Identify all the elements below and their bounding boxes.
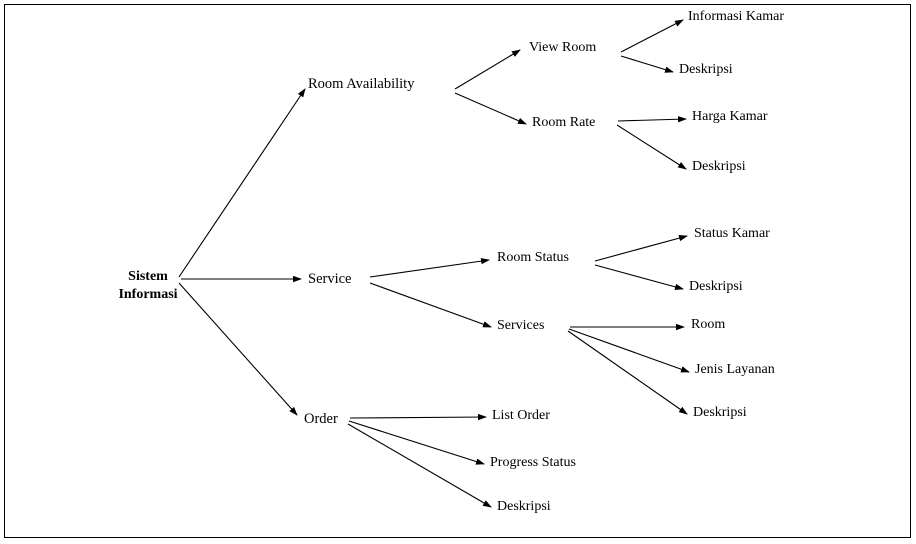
node-harga-kamar[interactable]: Harga Kamar (692, 109, 768, 124)
edge-view-room-to-deskripsi (620, 55, 674, 73)
node-deskripsi-room-rate[interactable]: Deskripsi (692, 159, 746, 174)
edge-view-room-to-informasi-kamar (620, 19, 684, 53)
edge-service-to-room-status (369, 257, 490, 278)
node-room-rate[interactable]: Room Rate (532, 115, 596, 130)
node-deskripsi-services[interactable]: Deskripsi (693, 405, 747, 420)
edge-room-rate-to-harga-kamar (617, 116, 687, 123)
node-service[interactable]: Service (308, 271, 352, 287)
edge-room-status-to-status-kamar (594, 235, 688, 262)
edge-order-to-deskripsi (347, 423, 492, 508)
node-deskripsi-order[interactable]: Deskripsi (497, 499, 551, 514)
node-informasi-kamar[interactable]: Informasi Kamar (688, 9, 785, 24)
edge-room-rate-to-deskripsi (616, 124, 687, 170)
edge-service-to-services (369, 282, 492, 328)
node-jenis-layanan[interactable]: Jenis Layanan (695, 362, 775, 377)
diagram-frame: Sistem Informasi Room Availability Servi… (4, 4, 911, 538)
node-services[interactable]: Services (497, 318, 545, 333)
node-deskripsi-room-status[interactable]: Deskripsi (689, 279, 743, 294)
edge-root-to-order (178, 282, 298, 416)
node-progress-status[interactable]: Progress Status (490, 455, 576, 470)
node-list-order[interactable]: List Order (492, 408, 550, 423)
node-root-label-line2: Informasi (118, 286, 178, 302)
node-status-kamar[interactable]: Status Kamar (694, 226, 770, 241)
node-root-sistem-informasi[interactable]: Sistem Informasi (113, 268, 183, 303)
node-order[interactable]: Order (304, 411, 338, 427)
edge-services-to-jenis-layanan (568, 328, 690, 373)
edge-room-availability-to-room-rate (454, 92, 527, 125)
node-room-availability[interactable]: Room Availability (308, 76, 415, 92)
edge-order-to-list-order (349, 413, 487, 421)
edge-order-to-progress-status (348, 420, 485, 465)
node-deskripsi-view-room[interactable]: Deskripsi (679, 62, 733, 77)
edge-room-status-to-deskripsi (594, 264, 684, 290)
node-room[interactable]: Room (691, 317, 726, 332)
diagram-edges-layer (178, 19, 690, 508)
node-room-status[interactable]: Room Status (497, 250, 569, 265)
node-root-label-line1: Sistem (128, 269, 168, 284)
node-view-room[interactable]: View Room (529, 40, 597, 55)
edge-root-to-room-availability (178, 88, 306, 278)
edge-room-availability-to-view-room (454, 49, 521, 90)
edge-services-to-deskripsi (567, 330, 688, 415)
